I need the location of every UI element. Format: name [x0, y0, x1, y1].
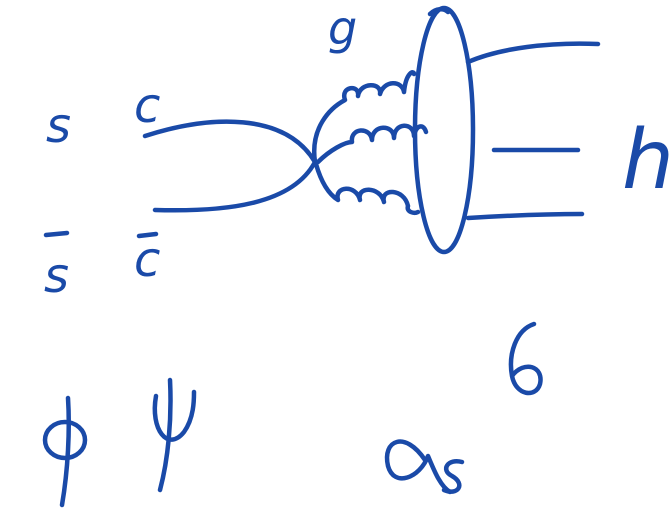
- ink-strokes: [42, 5, 601, 508]
- diagram-labels: s c s c g h: [44, 1, 670, 304]
- psi-symbol: [152, 377, 197, 493]
- gluon-line-lower: [313, 161, 421, 215]
- gluon-line-middle: [315, 123, 429, 165]
- label-quark-c: c: [134, 78, 160, 134]
- alpha-s-symbol: [384, 439, 465, 495]
- gluon-line-upper: [311, 70, 417, 165]
- label-hadron: h: [622, 113, 670, 208]
- outgoing-line-bottom: [465, 211, 585, 221]
- label-gluon: g: [328, 1, 357, 55]
- outgoing-line-top: [465, 41, 601, 65]
- blob-top-hook: [427, 7, 451, 17]
- label-antiquark-s: s: [44, 248, 69, 304]
- overbar-s: [43, 230, 70, 238]
- overbar-c: [136, 231, 159, 239]
- phi-symbol: [42, 395, 88, 508]
- label-antiquark-c: c: [134, 232, 160, 288]
- antiquark-line-lower: [152, 159, 318, 213]
- quark-line-upper: [142, 119, 318, 165]
- label-quark-s: s: [46, 98, 71, 154]
- power-six-symbol: [508, 321, 543, 396]
